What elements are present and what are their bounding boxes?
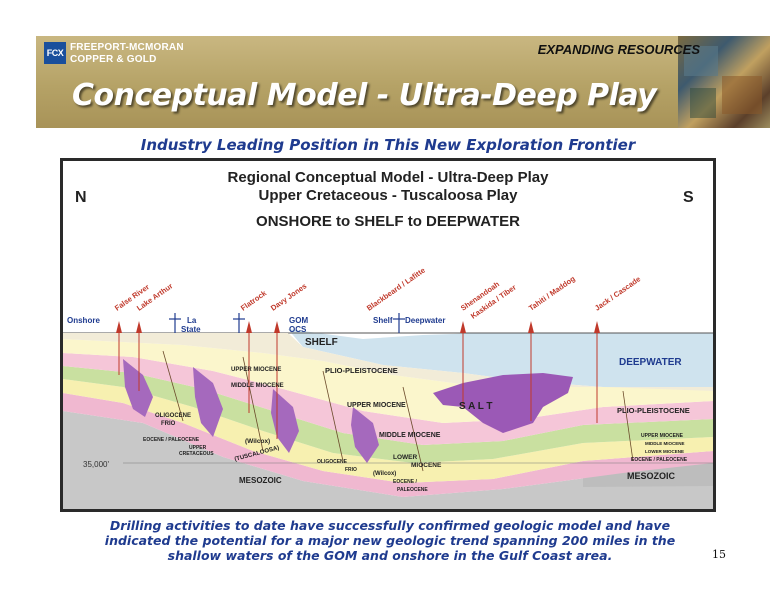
- figure-title-line3: ONSHORE to SHELF to DEEPWATER: [256, 213, 520, 230]
- salt-body-mid-2: [351, 407, 379, 463]
- header-banner: [36, 36, 770, 128]
- cross-section-figure: 35,000' Onshore: [60, 158, 716, 512]
- well-paths: [118, 329, 598, 439]
- unit-label-mesozoic-right: MESOZOIC: [627, 471, 676, 481]
- unit-label-deepwater: DEEPWATER: [619, 357, 682, 368]
- unit-label-upper-cretaceous-2: CRETACEOUS: [179, 451, 214, 457]
- well-label-tahiti-maddog: Tahiti / Maddog: [527, 274, 577, 313]
- company-name-line1: FREEPORT-MCMORAN: [70, 42, 184, 53]
- salt-body-main: [433, 373, 573, 433]
- zone-label-la-state-2: State: [181, 325, 201, 334]
- unit-label-middle-miocene-b: MIDDLE MIOCENE: [379, 432, 441, 439]
- well-label-flatrock: Flatrock: [239, 288, 269, 313]
- zone-label-onshore: Onshore: [67, 316, 100, 325]
- fault-lines: [162, 350, 634, 472]
- unit-label-lower-miocene-1: LOWER: [393, 454, 417, 461]
- well-label-jack-cascade: Jack / Cascade: [593, 274, 642, 312]
- salt-body-mid: [271, 389, 299, 453]
- wilcox-layer: [63, 379, 713, 483]
- zone-label-la-state-1: La: [187, 316, 197, 325]
- unit-label-middle-miocene-right: MIDDLE MIOCENE: [645, 441, 685, 446]
- oligocene-layer: [63, 366, 713, 463]
- unit-label-upper-miocene-b: UPPER MIOCENE: [347, 402, 406, 409]
- well-label-davy-jones: Davy Jones: [269, 281, 308, 312]
- unit-label-oligocene-frio-1: OLIGOCENE: [155, 413, 191, 419]
- tagline: EXPANDING RESOURCES: [537, 42, 700, 57]
- unit-label-lower-miocene-right: LOWER MIOCENE: [645, 449, 684, 454]
- company-name-line2: COPPER & GOLD: [70, 54, 157, 65]
- boundary-markers: [169, 313, 405, 333]
- figure-title-line2: Upper Cretaceous - Tuscaloosa Play: [258, 187, 518, 204]
- photo-tile: [722, 76, 762, 114]
- unit-label-oligocene-frio-2: FRIO: [161, 421, 176, 427]
- salt-body-left-2: [193, 367, 223, 437]
- zone-label-gom-ocs-1: GOM: [289, 316, 308, 325]
- zone-label-deepwater: Deepwater: [405, 316, 445, 325]
- zone-label-gom-ocs-2: OCS: [289, 325, 307, 334]
- unit-label-oligocene-frio-b1: OLIGOCENE: [317, 459, 348, 465]
- unit-label-eocene-paleocene-b2: PALEOCENE: [397, 487, 428, 493]
- eocene-paleocene-layer: [63, 393, 713, 497]
- photo-tile: [684, 46, 718, 76]
- unit-label-eocene-paleocene-right: EOCENE / PALEOCENE: [631, 457, 688, 463]
- unit-label-wilcox-a: (Wilcox): [245, 438, 270, 445]
- unit-label-upper-miocene-a: UPPER MIOCENE: [231, 367, 281, 373]
- depth-label: 35,000': [83, 460, 109, 469]
- unit-label-eocene-paleocene-b1: EOCENE /: [393, 479, 418, 485]
- page-number: 15: [712, 548, 726, 561]
- unit-label-plio-pleistocene-right: PLIO-PLEISTOCENE: [617, 406, 690, 415]
- well-label-blackbeard-lafitte: Blackbeard / Lafitte: [365, 266, 427, 313]
- unit-label-lower-miocene-2: MIOCENE: [411, 462, 442, 469]
- unit-label-oligocene-frio-b2: FRIO: [345, 467, 357, 473]
- middle-miocene-layer: [63, 353, 713, 445]
- unit-label-plio-pleistocene-left: PLIO-PLEISTOCENE: [325, 366, 398, 375]
- direction-north-label: N: [75, 189, 87, 206]
- unit-label-salt: S A L T: [459, 401, 493, 412]
- figure-title-line1: Regional Conceptual Model - Ultra-Deep P…: [227, 169, 549, 186]
- mesozoic-layer: [63, 411, 713, 509]
- direction-south-label: S: [683, 189, 694, 206]
- slide-caption: Drilling activities to date have success…: [104, 518, 676, 563]
- unit-label-shelf: SHELF: [305, 337, 338, 348]
- unit-label-middle-miocene-a: MIDDLE MIOCENE: [231, 383, 284, 389]
- zone-label-shelf: Shelf: [373, 316, 393, 325]
- photo-tile: [690, 88, 716, 118]
- header-photo-collage: [678, 36, 770, 128]
- unit-label-upper-cretaceous-1: UPPER: [189, 445, 207, 451]
- company-logo-mark: FCX: [44, 42, 66, 64]
- salt-body-left-1: [123, 359, 153, 417]
- well-rig-icons: [116, 321, 600, 333]
- water-body: [288, 329, 713, 391]
- slide-title: Conceptual Model - Ultra-Deep Play: [72, 78, 657, 113]
- unit-label-eocene-paleocene-a: EOCENE / PALEOCENE: [143, 437, 200, 443]
- slide-subtitle: Industry Leading Position in This New Ex…: [140, 136, 636, 154]
- unit-label-upper-miocene-right: UPPER MIOCENE: [641, 433, 684, 439]
- cross-section-diagram: 35,000' Onshore: [63, 266, 713, 509]
- unit-label-wilcox-b: (Wilcox): [373, 471, 396, 477]
- plio-pleistocene-layer: [63, 333, 713, 391]
- unit-label-mesozoic-left: MESOZOIC: [239, 476, 282, 485]
